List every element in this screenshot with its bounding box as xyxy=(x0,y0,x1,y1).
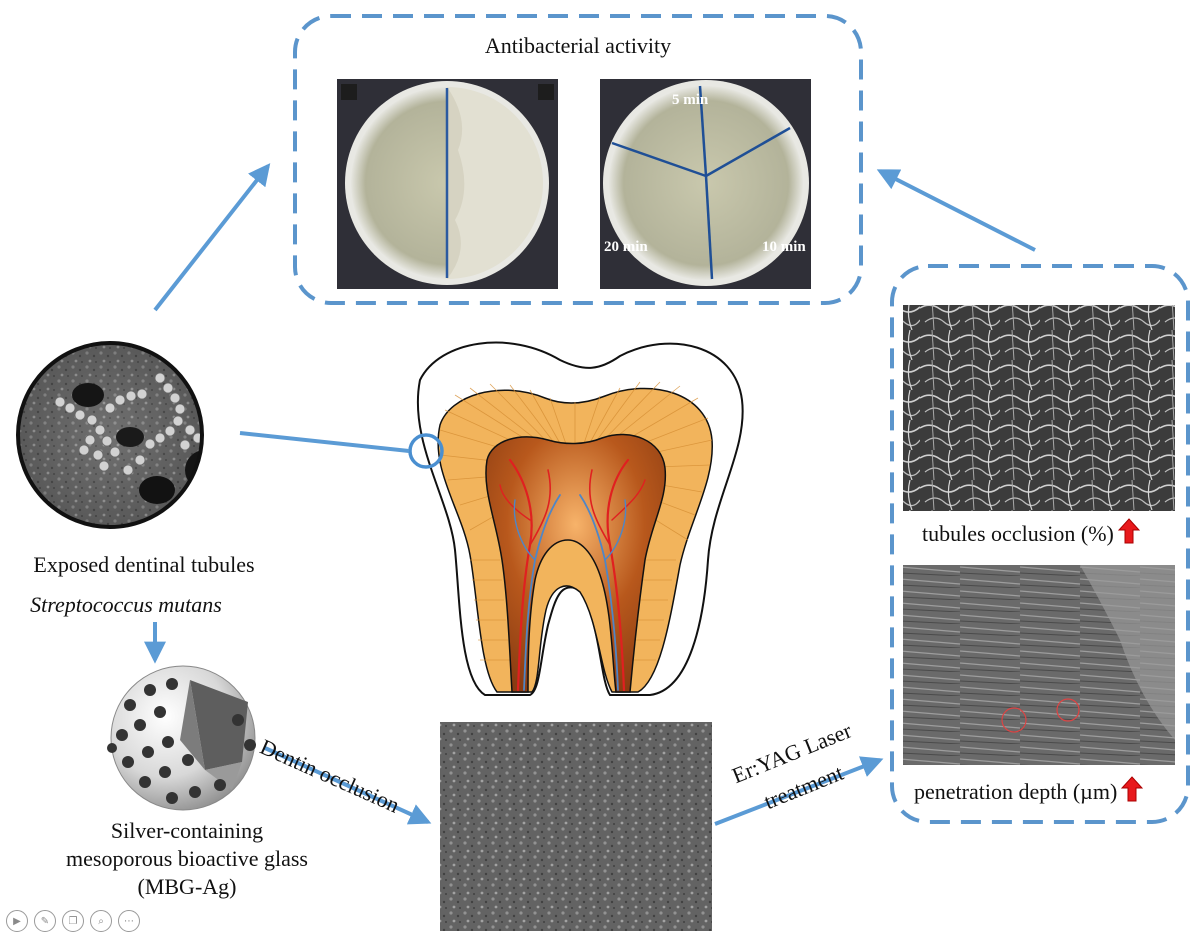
mbg-label-line-1: Silver-containing xyxy=(110,818,264,843)
tooth-illustration xyxy=(408,341,744,696)
antibacterial-title: Antibacterial activity xyxy=(484,33,672,58)
arrow-results-to-antibacterial xyxy=(876,169,1036,252)
viewer-toolbar: ▶ ✎ ❐ ⌕ ⋯ xyxy=(6,910,140,932)
arrow-to-occlusion xyxy=(264,746,432,825)
antibacterial-container xyxy=(293,14,863,305)
mbg-sphere xyxy=(107,665,256,811)
arrow-to-laser-results xyxy=(714,756,884,826)
more-icon[interactable]: ⋯ xyxy=(118,910,140,932)
plate-label-10min: 10 min xyxy=(762,239,806,255)
exposed-tubules-label: Exposed dentinal tubules xyxy=(33,552,255,577)
tubules-occlusion-result: tubules occlusion (%) xyxy=(922,518,1140,548)
sem-dentin-occlusion-photo xyxy=(440,722,712,931)
tubules-occlusion-text: tubules occlusion (%) xyxy=(922,521,1114,546)
tubule-link-line xyxy=(239,431,410,453)
mbg-label-line-2: mesoporous bioactive glass xyxy=(66,846,308,871)
dentin-highlight-circle xyxy=(408,433,444,469)
bacteria-label: Streptococcus mutans xyxy=(30,592,222,617)
play-icon[interactable]: ▶ xyxy=(6,910,28,932)
increase-arrow-icon xyxy=(1117,518,1140,544)
sem-penetration-depth-photo xyxy=(903,565,1175,765)
sem-tubules-occlusion-photo xyxy=(903,305,1175,511)
copy-icon[interactable]: ❐ xyxy=(62,910,84,932)
pen-icon[interactable]: ✎ xyxy=(34,910,56,932)
zoom-icon[interactable]: ⌕ xyxy=(90,910,112,932)
mbg-label-line-3: (MBG-Ag) xyxy=(137,874,237,899)
penetration-depth-text: penetration depth (µm) xyxy=(914,779,1118,804)
arrow-to-antibacterial xyxy=(153,163,271,312)
results-container xyxy=(890,264,1190,824)
petri-plate-control xyxy=(337,79,558,289)
petri-plate-treated xyxy=(600,79,811,289)
increase-arrow-icon xyxy=(1121,776,1144,802)
plate-label-20min: 20 min xyxy=(604,239,648,255)
penetration-depth-result: penetration depth (µm) xyxy=(914,776,1144,806)
sem-bacteria-circle xyxy=(16,341,204,529)
plate-label-5min: 5 min xyxy=(672,92,709,108)
